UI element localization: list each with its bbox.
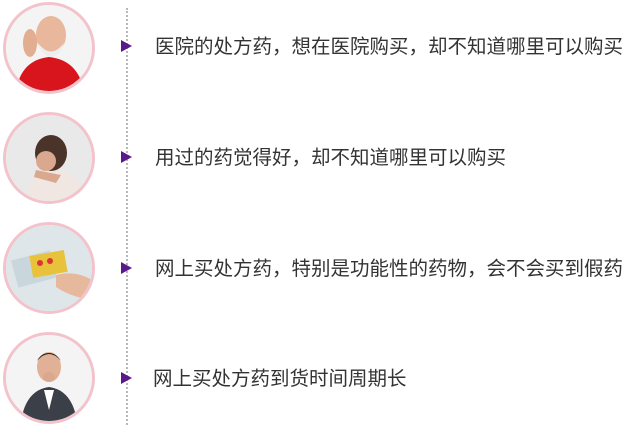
- item-text: 网上买处方药，特别是功能性的药物，会不会买到假药: [155, 257, 624, 280]
- medicine-pills-photo: [3, 222, 95, 314]
- bullet-triangle-icon: [121, 372, 132, 384]
- item-text: 网上买处方药到货时间周期长: [153, 367, 407, 390]
- bullet-triangle-icon: [121, 40, 132, 52]
- list-item: 网上买处方药到货时间周期长: [0, 330, 635, 440]
- list-item: 网上买处方药，特别是功能性的药物，会不会买到假药: [0, 220, 635, 330]
- dotted-divider: [126, 8, 128, 425]
- stressed-man-photo: [3, 332, 95, 424]
- list-item: 用过的药觉得好，却不知道哪里可以购买: [0, 110, 635, 220]
- bullet-triangle-icon: [121, 151, 132, 163]
- item-text: 用过的药觉得好，却不知道哪里可以购买: [155, 146, 507, 169]
- item-text: 医院的处方药，想在医院购买，却不知道哪里可以购买: [155, 35, 624, 58]
- elderly-man-photo: [3, 2, 95, 94]
- list-item: 医院的处方药，想在医院购买，却不知道哪里可以购买: [0, 0, 635, 110]
- bullet-triangle-icon: [121, 262, 132, 274]
- worried-woman-photo: [3, 112, 95, 204]
